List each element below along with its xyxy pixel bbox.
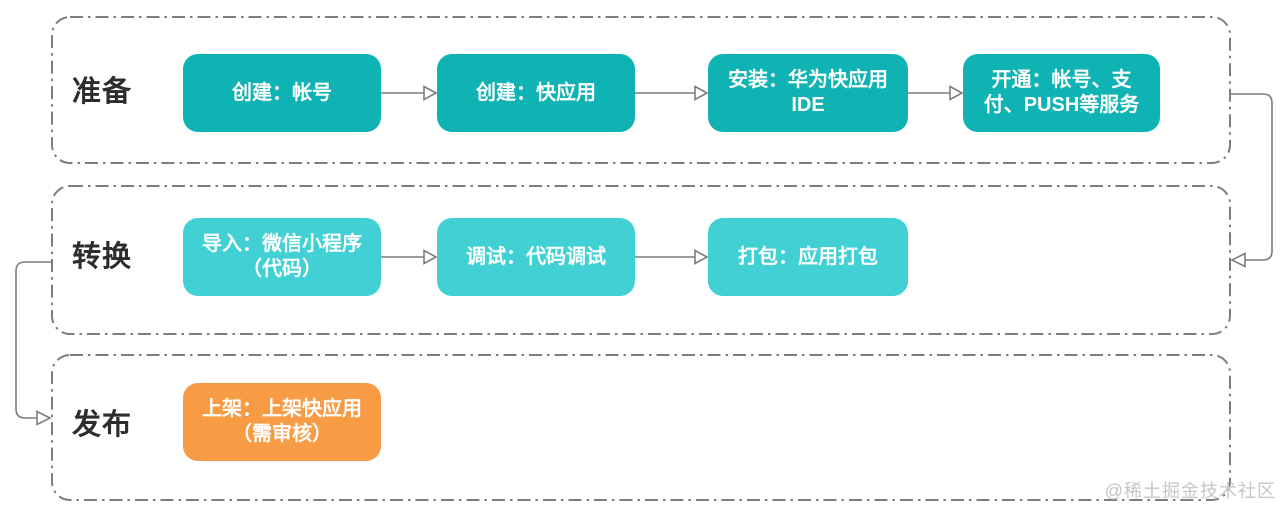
node-debug-code: 调试：代码调试 [437,218,635,296]
lane-border-convert [51,185,1231,335]
arrow-prepare-2-3 [635,85,709,101]
arrow-prepare-3-4 [908,85,964,101]
lane-label-publish: 发布 [72,409,133,441]
node-create-account: 创建：帐号 [183,54,381,132]
node-package-app: 打包：应用打包 [708,218,908,296]
lane-label-convert: 转换 [72,241,133,273]
node-enable-services: 开通：帐号、支 付、PUSH等服务 [963,54,1160,132]
node-install-ide: 安装：华为快应用 IDE [708,54,908,132]
arrow-convert-1-2 [381,249,438,265]
arrow-prepare-1-2 [381,85,438,101]
lane-border-publish [51,354,1231,501]
node-create-quickapp: 创建：快应用 [437,54,635,132]
node-import-miniprogram: 导入：微信小程序 （代码） [183,218,381,296]
arrow-convert-2-3 [635,249,709,265]
connector-prepare-to-convert [1230,93,1273,268]
watermark: @稀土掘金技术社区 [1104,481,1276,501]
lane-label-prepare: 准备 [72,76,133,108]
connector-convert-to-publish [15,261,52,426]
node-release-app: 上架：上架快应用 （需审核） [183,383,381,461]
lane-border-prepare [51,16,1231,164]
